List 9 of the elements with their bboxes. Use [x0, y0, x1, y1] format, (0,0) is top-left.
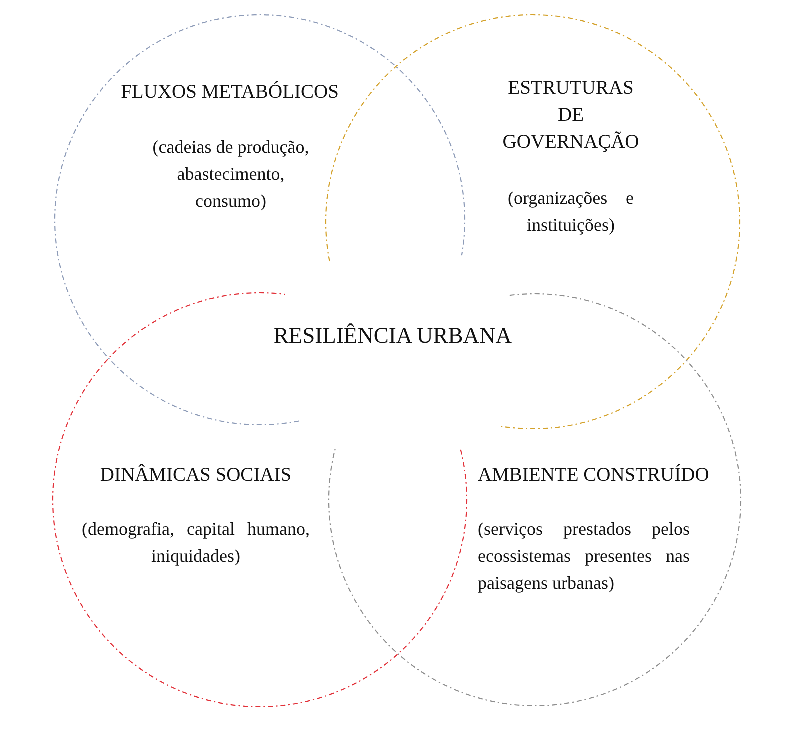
- category-heading: DINÂMICAS SOCIAIS: [99, 463, 293, 488]
- category-description: (serviços prestados pelos ecossistemas presentes nas paisagens urbanas): [478, 518, 690, 595]
- category-description: (demografia, capital humano, iniquidades): [82, 518, 310, 568]
- category-heading: AMBIENTE CONSTRUÍDO: [478, 463, 710, 488]
- category-description: (organizações e instituições): [508, 187, 634, 237]
- category-heading: ESTRUTURAS DE GOVERNAÇÃO: [502, 77, 640, 155]
- category-heading: FLUXOS METABÓLICOS: [120, 80, 340, 105]
- category-description: (cadeias de produção, abastecimento, consumo): [152, 136, 310, 213]
- central-concept-label: RESILIÊNCIA URBANA: [272, 322, 514, 350]
